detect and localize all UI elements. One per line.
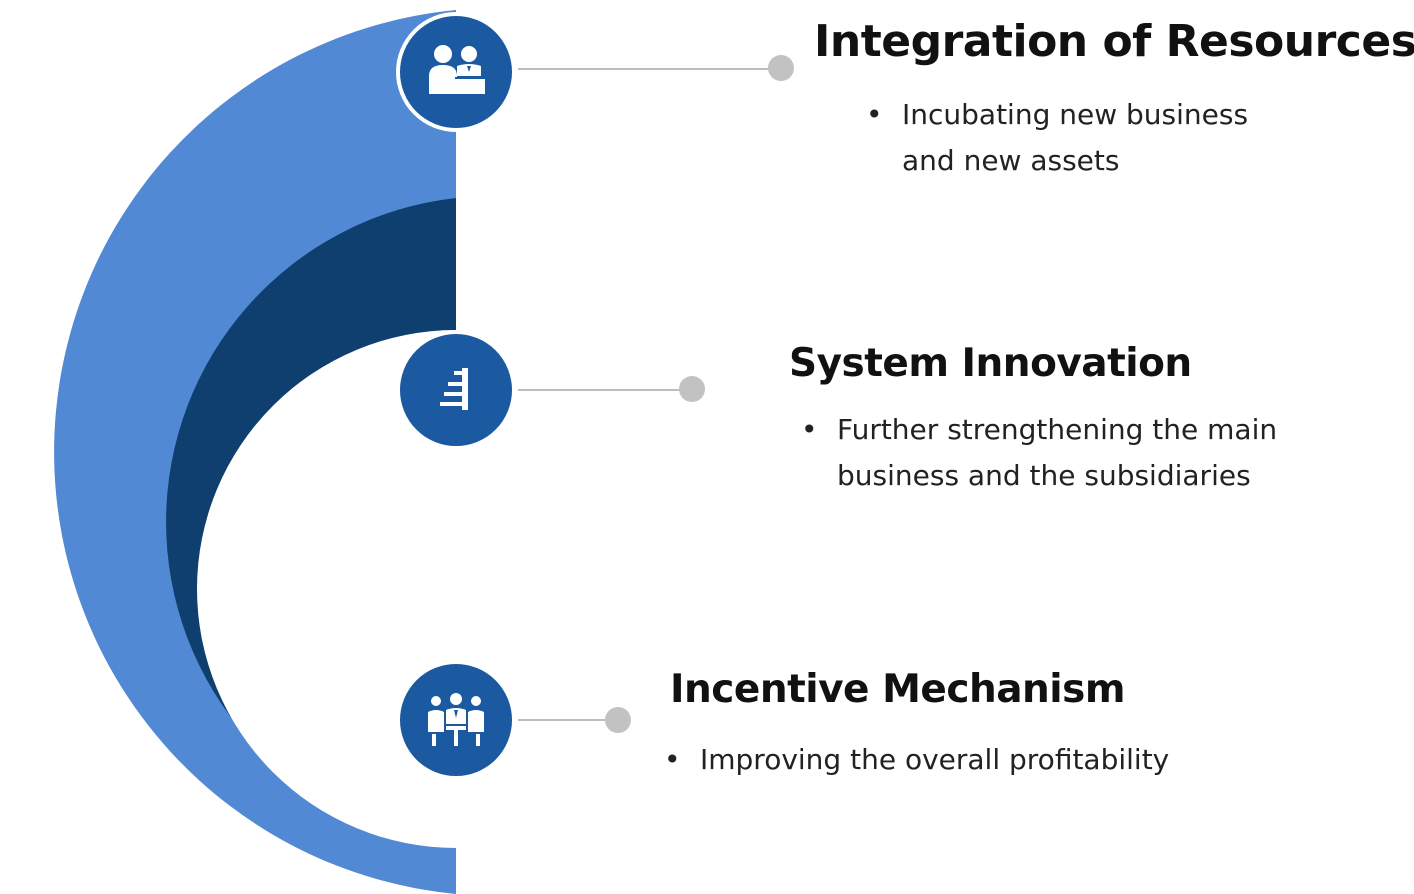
connector-dot-2 — [679, 376, 705, 402]
bullet-line: Improving the overall profitability — [700, 743, 1170, 776]
item-title-incentive: Incentive Mechanism — [670, 667, 1126, 712]
item-title-integration: Integration of Resources — [814, 16, 1414, 67]
connector-line-2 — [518, 389, 692, 391]
connector-line-1 — [518, 68, 780, 70]
meeting-icon — [429, 45, 485, 94]
item-bullet-system: • Further strengthening the main busines… — [801, 407, 1278, 499]
connector-line-3 — [518, 719, 618, 721]
staircase-icon-circle — [396, 330, 516, 450]
connector-dot-1 — [768, 55, 794, 81]
bullet-mark: • — [801, 413, 818, 446]
bullet-line: Further strengthening the main — [837, 413, 1278, 446]
inner-hole — [197, 330, 456, 848]
bullet-line: Incubating new business — [902, 98, 1249, 131]
bullet-line: and new assets — [902, 144, 1120, 177]
item-bullet-integration: • Incubating new business and new assets — [866, 92, 1249, 184]
bullet-line: business and the subsidiaries — [837, 459, 1251, 492]
team-icon — [428, 693, 484, 746]
meeting-icon-circle — [396, 12, 516, 132]
staircase-icon — [440, 368, 468, 410]
item-bullet-incentive: • Improving the overall profitability — [664, 737, 1170, 783]
bullet-mark: • — [866, 98, 883, 131]
connector-dot-3 — [605, 707, 631, 733]
bullet-mark: • — [664, 743, 681, 776]
team-icon-circle — [396, 660, 516, 780]
item-title-system: System Innovation — [789, 341, 1192, 386]
